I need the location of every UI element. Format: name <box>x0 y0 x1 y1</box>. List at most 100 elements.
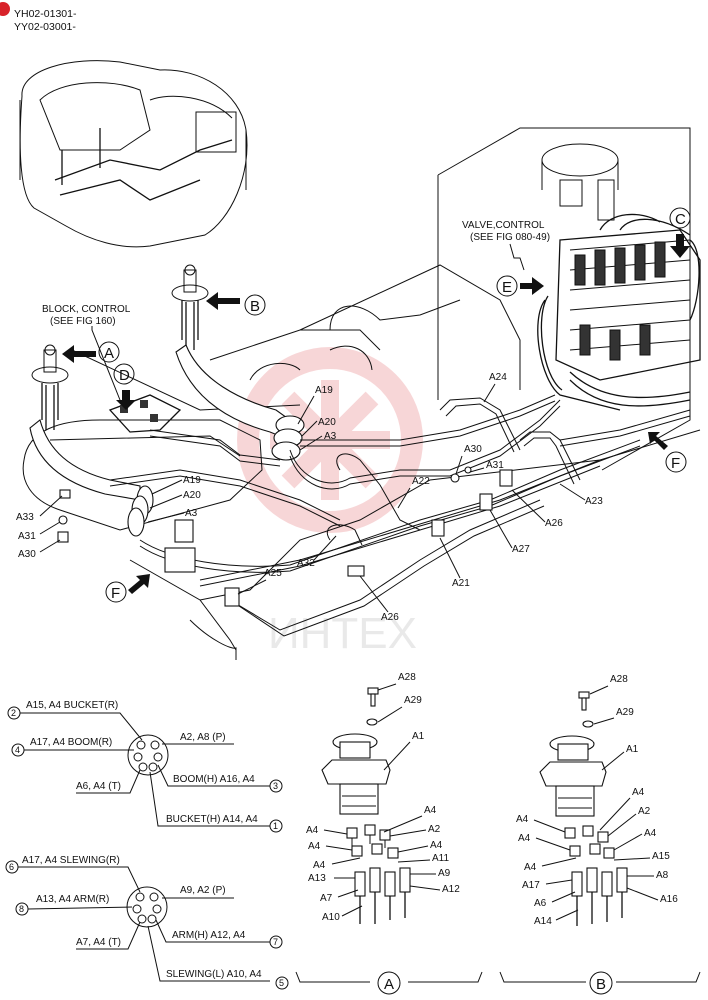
block-control: BLOCK, CONTROL (SEE FIG 160) <box>42 304 182 433</box>
label-a33: A33 <box>16 512 34 523</box>
label-a20-upper: A20 <box>318 417 336 428</box>
label-a19-lower: A19 <box>183 475 201 486</box>
detail-b-label-a8: A8 <box>656 870 669 881</box>
detail-a-label-a12: A12 <box>442 884 460 895</box>
detail-a-label-a7: A7 <box>320 893 333 904</box>
view-letter-f-right: F <box>671 455 680 472</box>
detail-b-title: B <box>596 976 606 993</box>
detail-b-label-a29: A29 <box>616 707 634 718</box>
detail-a-label-a1: A1 <box>412 731 425 742</box>
block-control-callout: BLOCK, CONTROL <box>42 304 131 315</box>
view-arrow-a: A <box>62 341 120 363</box>
pilot-valve-b-drawing <box>539 691 628 926</box>
pilot-valve-a-drawing <box>321 687 411 924</box>
control-valve-spools <box>569 239 691 361</box>
detail-b-label-a17: A17 <box>522 880 540 891</box>
detail-a-label-a4-l2: A4 <box>308 841 321 852</box>
port-label-pilot-p: A2, A8 (P) <box>180 732 226 743</box>
label-a20-lower: A20 <box>183 490 201 501</box>
detail-view-a: A28 A29 A1 A4 A4 A2 A4 A4 A4 A11 A13 A9 … <box>295 672 483 995</box>
detail-b-label-a28: A28 <box>610 674 628 685</box>
detail-b-label-a4-l1: A4 <box>516 814 529 825</box>
port-label-tank-t-2: A7, A4 (T) <box>76 937 121 948</box>
view-arrow-f-left: F <box>105 574 150 603</box>
watermark-text: ИНТЕХ <box>268 609 417 658</box>
label-a31-left: A31 <box>18 531 36 542</box>
detail-b-label-a2: A2 <box>638 806 651 817</box>
label-a19-upper: A19 <box>315 385 333 396</box>
main-part-labels: A19 A20 A3 A19 A20 A3 A24 A30 A31 A22 A2… <box>16 372 603 623</box>
hose-bundle-left <box>127 485 154 537</box>
port-legend-arm-slewing: 6 A17, A4 SLEWING(R) 8 A13, A4 ARM(R) A9… <box>5 855 289 990</box>
label-a26-right: A26 <box>545 518 563 529</box>
detail-b-label-a4-r2: A4 <box>644 828 657 839</box>
view-arrow-f-right: F <box>648 432 687 473</box>
detail-b-label-a16: A16 <box>660 894 678 905</box>
detail-b-bracket <box>499 971 701 983</box>
port-label-slewing-r: A17, A4 SLEWING(R) <box>22 855 120 866</box>
marker-dot-icon <box>0 2 10 16</box>
view-letter-d: D <box>119 367 130 384</box>
serial-code-1: YH02-01301- <box>14 8 77 20</box>
hose-bundle-right <box>271 415 305 461</box>
detail-a-label-a13: A13 <box>308 873 326 884</box>
detail-a-label-a11: A11 <box>432 853 449 864</box>
detail-a-label-a4-l3: A4 <box>313 860 326 871</box>
detail-a-label-a4-l1: A4 <box>306 825 319 836</box>
view-arrow-c: C <box>669 207 691 258</box>
fittings-b <box>564 825 628 926</box>
view-letter-c: C <box>675 211 686 228</box>
port-label-bucket-h: BUCKET(H) A14, A4 <box>166 814 258 825</box>
port-num-1: 1 <box>273 821 278 831</box>
view-arrow-e: E <box>496 275 544 297</box>
port-num-5: 5 <box>279 978 284 988</box>
port-label-pilot-p-2: A9, A2 (P) <box>180 885 226 896</box>
detail-a-label-a4-r2: A4 <box>430 840 443 851</box>
fittings-a <box>346 824 411 924</box>
label-a25: A25 <box>264 568 282 579</box>
detail-b-label-a15: A15 <box>652 851 670 862</box>
detail-b-label-a4-l2: A4 <box>518 833 531 844</box>
port-num-2: 2 <box>11 708 16 718</box>
label-a30-main: A30 <box>464 444 482 455</box>
valve-control-housing: VALVE,CONTROL (SEE FIG 080-49) <box>437 127 701 471</box>
port-label-slewing-l: SLEWING(L) A10, A4 <box>166 969 262 980</box>
label-a23: A23 <box>585 496 603 507</box>
label-a22: A22 <box>412 476 430 487</box>
label-a30-left: A30 <box>18 549 36 560</box>
port-label-boom-h: BOOM(H) A16, A4 <box>173 774 255 785</box>
port-label-arm-h: ARM(H) A12, A4 <box>172 930 246 941</box>
detail-a-label-a2: A2 <box>428 824 441 835</box>
label-a3-lower: A3 <box>185 508 198 519</box>
view-arrow-d: D <box>113 363 136 410</box>
port-num-7: 7 <box>273 937 278 947</box>
detail-b-label-a14: A14 <box>534 916 552 927</box>
valve-control-callout: VALVE,CONTROL <box>462 220 545 231</box>
detail-a-label-a29: A29 <box>404 695 422 706</box>
view-letter-f-left: F <box>111 585 120 602</box>
label-a24: A24 <box>489 372 507 383</box>
label-a31-main: A31 <box>486 460 504 471</box>
detail-b-label-a6: A6 <box>534 898 547 909</box>
detail-a-title: A <box>384 976 394 993</box>
port-label-tank-t: A6, A4 (T) <box>76 781 121 792</box>
detail-a-bracket <box>295 971 483 983</box>
detail-a-label-a4-r1: A4 <box>424 805 437 816</box>
detail-b-label-a1: A1 <box>626 744 639 755</box>
detail-b-label-a4-l3: A4 <box>524 862 537 873</box>
port-num-3: 3 <box>273 781 278 791</box>
view-markers: A B C D E F F <box>62 207 691 603</box>
port-num-6: 6 <box>9 862 14 872</box>
hydraulic-pipes <box>57 394 691 637</box>
block-control-ref: (SEE FIG 160) <box>50 316 116 327</box>
detail-view-b: A28 A29 A1 A4 A4 A2 A4 A4 A4 A15 A17 A8 … <box>499 674 701 995</box>
label-a32: A32 <box>297 558 315 569</box>
label-a21: A21 <box>452 578 470 589</box>
machine-overview-illustration <box>19 60 248 248</box>
label-a27: A27 <box>512 544 530 555</box>
detail-a-label-a28: A28 <box>398 672 416 683</box>
valve-control-ref: (SEE FIG 080-49) <box>470 232 550 243</box>
detail-a-label-a10: A10 <box>322 912 340 923</box>
view-letter-b: B <box>250 298 260 315</box>
